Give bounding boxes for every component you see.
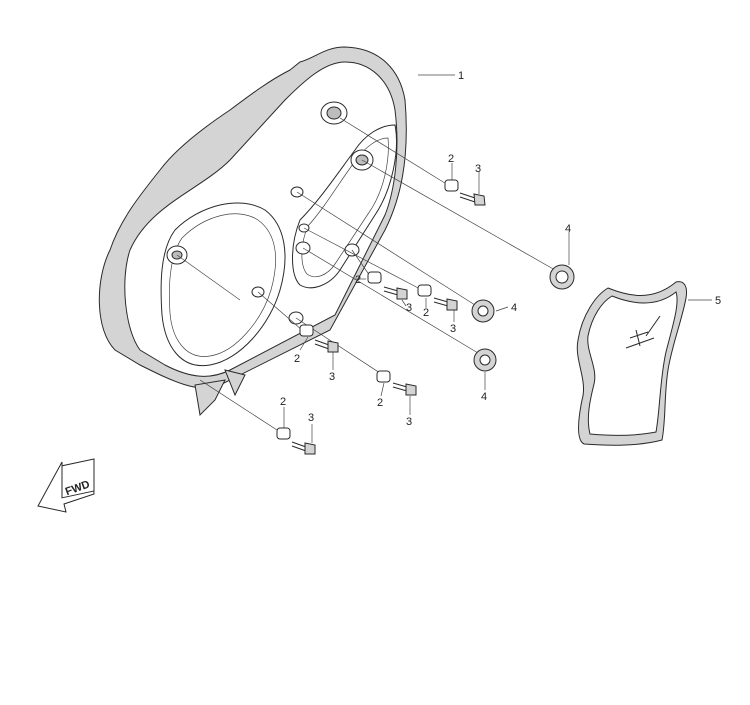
- callout-2: 2: [423, 307, 429, 319]
- callout-2: 2: [280, 396, 286, 408]
- callout-leaders: [283, 74, 712, 443]
- callout-2: 2: [355, 274, 361, 286]
- decal-plate-5: [576, 281, 687, 446]
- callout-2: 2: [448, 153, 454, 165]
- callout-labels: 1 2 3 4 2 3 2 3 4 2 3 4 5 2 3 2 3: [280, 70, 721, 428]
- cover-right-rib: [292, 124, 397, 289]
- spacer-bolt-set-f: [276, 427, 316, 455]
- bolt-3: [433, 297, 458, 311]
- callout-3: 3: [475, 163, 481, 175]
- callout-3: 3: [329, 371, 335, 383]
- callout-4: 4: [481, 391, 487, 403]
- bolt-3: [383, 286, 408, 300]
- cover-inner-face: [124, 61, 398, 377]
- fwd-arrow-badge[interactable]: FWD: [37, 458, 95, 513]
- callout-1: 1: [458, 70, 464, 82]
- callout-4: 4: [511, 302, 517, 314]
- cover-part-1: [98, 46, 407, 417]
- spacer-bolt-set-d: [299, 324, 339, 353]
- callout-2: 2: [294, 353, 300, 365]
- spacer-2: [376, 370, 391, 383]
- callout-3: 3: [450, 323, 456, 335]
- callout-3: 3: [406, 302, 412, 314]
- spacer-2: [367, 271, 382, 284]
- cover-lower-tab: [194, 379, 226, 417]
- bolt-3: [314, 339, 339, 353]
- spacer-2: [276, 427, 291, 440]
- spacer-2: [444, 179, 459, 192]
- spacer-bolt-set-b: [367, 271, 408, 300]
- grommet-4-mid: [471, 299, 495, 323]
- callout-3: 3: [406, 416, 412, 428]
- bolt-3: [392, 382, 417, 396]
- callout-5: 5: [715, 295, 721, 307]
- bolt-3: [459, 192, 486, 206]
- spacer-2: [299, 324, 314, 337]
- grommet-4-low: [473, 348, 497, 372]
- spacer-2: [417, 284, 432, 297]
- callout-2: 2: [377, 397, 383, 409]
- leader-lines: [176, 117, 556, 433]
- spacer-bolt-set-e: [376, 370, 417, 396]
- cover-left-opening: [160, 202, 286, 367]
- bolt-3: [291, 441, 316, 455]
- callout-4: 4: [565, 223, 571, 235]
- brand-mark: [625, 315, 661, 349]
- spacer-bolt-set-c: [417, 284, 458, 311]
- callout-3: 3: [308, 412, 314, 424]
- spacer-bolt-set-a: [444, 179, 486, 206]
- grommet-4-top: [549, 264, 575, 290]
